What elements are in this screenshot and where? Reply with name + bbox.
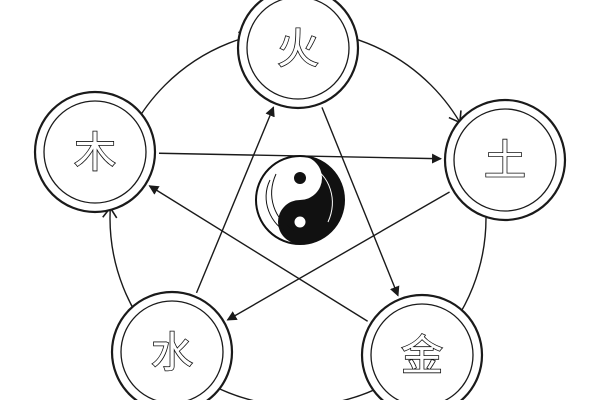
overcoming-cycle-star xyxy=(148,106,450,322)
overcoming-arrow-metal-to-wood xyxy=(148,185,368,322)
node-inner-circle xyxy=(246,0,350,100)
element-label-earth: 土 xyxy=(484,136,526,185)
node-inner-circle xyxy=(120,300,224,400)
element-label-water: 水 xyxy=(151,328,193,377)
node-outer-circle xyxy=(236,0,360,110)
element-node-fire: 火 xyxy=(236,0,360,110)
element-node-earth: 土 xyxy=(443,98,567,222)
element-node-metal: 金 xyxy=(360,293,484,400)
overcoming-arrow-water-to-fire xyxy=(195,106,275,294)
node-inner-circle xyxy=(453,108,557,212)
node-outer-circle xyxy=(33,90,157,214)
node-outer-circle xyxy=(443,98,567,222)
element-label-fire: 火 xyxy=(277,24,319,73)
element-node-wood: 木 xyxy=(33,90,157,214)
node-outer-circle xyxy=(360,293,484,400)
node-inner-circle xyxy=(370,303,474,400)
element-node-water: 水 xyxy=(110,290,234,400)
overcoming-arrow-fire-to-metal xyxy=(321,107,400,297)
element-label-wood: 木 xyxy=(74,128,116,177)
overcoming-arrow-earth-to-water xyxy=(226,191,450,321)
node-inner-circle xyxy=(43,100,147,204)
node-outer-circle xyxy=(110,290,234,400)
yin-yang-icon xyxy=(255,155,345,245)
element-label-metal: 金 xyxy=(401,331,443,380)
